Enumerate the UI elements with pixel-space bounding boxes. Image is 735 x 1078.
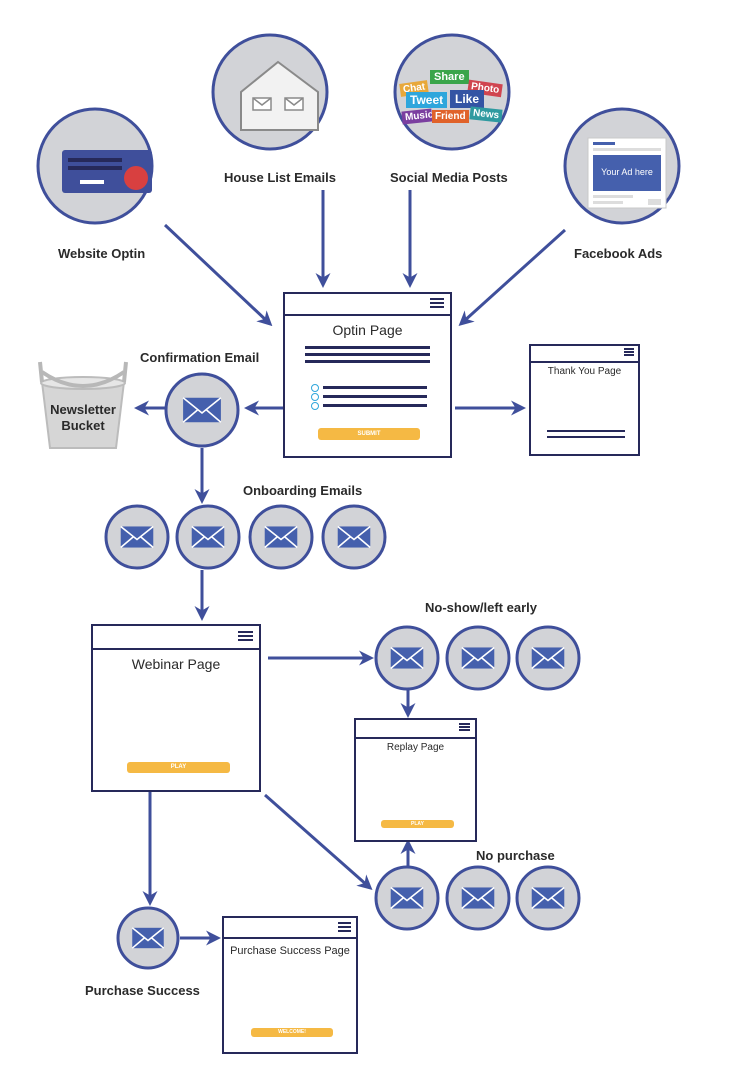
- source-website-circle: [36, 107, 154, 225]
- purchase-page-header: [224, 918, 356, 939]
- envelope-icon: [337, 526, 371, 548]
- webinar-page-header: [93, 626, 259, 650]
- flow-arrows: [134, 190, 567, 946]
- social-tag-music: Music: [401, 108, 433, 125]
- menu-icon: [430, 298, 444, 310]
- social-tags: Chat Share Photo Tweet Like Music Friend…: [398, 70, 506, 132]
- onboarding-email-4: [321, 504, 387, 570]
- envelope-icon: [264, 526, 298, 548]
- replay-page-mockup: Replay Page PLAY: [354, 718, 477, 842]
- optin-page-mockup: Optin Page SUBMIT: [283, 292, 452, 458]
- envelope-icon: [132, 927, 164, 949]
- email-circles: [104, 372, 581, 970]
- checkbox-icon: [311, 384, 319, 392]
- envelope-icon: [120, 526, 154, 548]
- confirmation-email-circle: [164, 372, 240, 448]
- label-facebook-ads-text: Facebook Ads: [574, 246, 663, 261]
- envelope-icon: [531, 647, 565, 669]
- social-tag-tweet: Tweet: [406, 92, 448, 108]
- thank-you-page-mockup: Thank You Page: [529, 344, 640, 456]
- purchase-success-email: [116, 906, 180, 970]
- play-button[interactable]: PLAY: [127, 762, 230, 773]
- text-line: [305, 360, 430, 363]
- field-line: [323, 395, 427, 398]
- source-house-circle: [211, 33, 329, 151]
- label-purchase-success: Purchase Success: [85, 983, 200, 998]
- webinar-page-mockup: Webinar Page PLAY: [91, 624, 261, 792]
- welcome-button[interactable]: WELCOME!: [251, 1028, 333, 1037]
- onboarding-email-3: [248, 504, 314, 570]
- submit-button[interactable]: SUBMIT: [318, 428, 420, 440]
- label-no-show: No-show/left early: [425, 600, 537, 615]
- menu-icon: [338, 922, 351, 934]
- label-onboarding-emails: Onboarding Emails: [243, 483, 363, 498]
- checkbox-icon: [311, 393, 319, 401]
- purchase-success-page-title: Purchase Success Page: [230, 945, 350, 957]
- nopurchase-email-1: [374, 865, 440, 931]
- envelope-icon: [191, 526, 225, 548]
- label-social-media-posts: Social Media Posts: [390, 170, 508, 185]
- menu-icon: [238, 631, 253, 643]
- checkbox-icon: [311, 402, 319, 410]
- noshow-email-1: [374, 625, 440, 691]
- noshow-email-2: [445, 625, 511, 691]
- envelope-icon: [390, 647, 424, 669]
- label-confirmation-email: Confirmation Email: [140, 350, 260, 365]
- social-tag-like: Like: [450, 90, 485, 108]
- onboarding-email-1: [104, 504, 170, 570]
- arrow-website-to-optin: [163, 223, 273, 327]
- label-newsletter-bucket: Newsletter Bucket: [50, 402, 116, 433]
- newsletter-bucket-icon: [38, 361, 128, 449]
- replay-page-header: [356, 720, 475, 739]
- menu-icon: [624, 348, 634, 357]
- label-website-optin: Website Optin: [58, 246, 146, 261]
- nopurchase-email-3: [515, 865, 581, 931]
- envelope-icon: [461, 647, 495, 669]
- replay-play-button[interactable]: PLAY: [381, 820, 454, 828]
- menu-icon: [459, 723, 470, 732]
- onboarding-email-2: [175, 504, 241, 570]
- optin-page-header: [285, 294, 450, 316]
- arrow-webinar-to-nopurchase: [264, 793, 373, 890]
- label-no-purchase: No purchase: [476, 848, 555, 863]
- optin-page-title: Optin Page: [332, 322, 403, 338]
- replay-page-title: Replay Page: [386, 742, 445, 753]
- envelope-icon: [461, 887, 495, 909]
- social-tag-friend: Friend: [432, 110, 469, 123]
- purchase-success-page-mockup: Purchase Success Page WELCOME!: [222, 916, 358, 1054]
- field-line: [323, 386, 427, 389]
- text-line: [305, 346, 430, 349]
- webinar-page-title: Webinar Page: [131, 656, 221, 672]
- arrow-facebook-to-optin: [458, 228, 567, 327]
- nopurchase-email-2: [445, 865, 511, 931]
- envelope-icon: [390, 887, 424, 909]
- fb-ad-text: Your Ad here: [601, 167, 653, 177]
- thank-you-header: [531, 346, 638, 363]
- text-line: [547, 436, 625, 438]
- thank-you-page-title: Thank You Page: [547, 366, 622, 377]
- envelope-icon: [531, 887, 565, 909]
- field-line: [323, 404, 427, 407]
- social-tag-share: Share: [430, 70, 469, 84]
- noshow-email-3: [515, 625, 581, 691]
- text-line: [305, 353, 430, 356]
- text-line: [547, 430, 625, 432]
- social-tag-news: News: [469, 106, 503, 123]
- source-facebook-circle: [563, 107, 681, 225]
- label-house-list-emails: House List Emails: [224, 170, 336, 185]
